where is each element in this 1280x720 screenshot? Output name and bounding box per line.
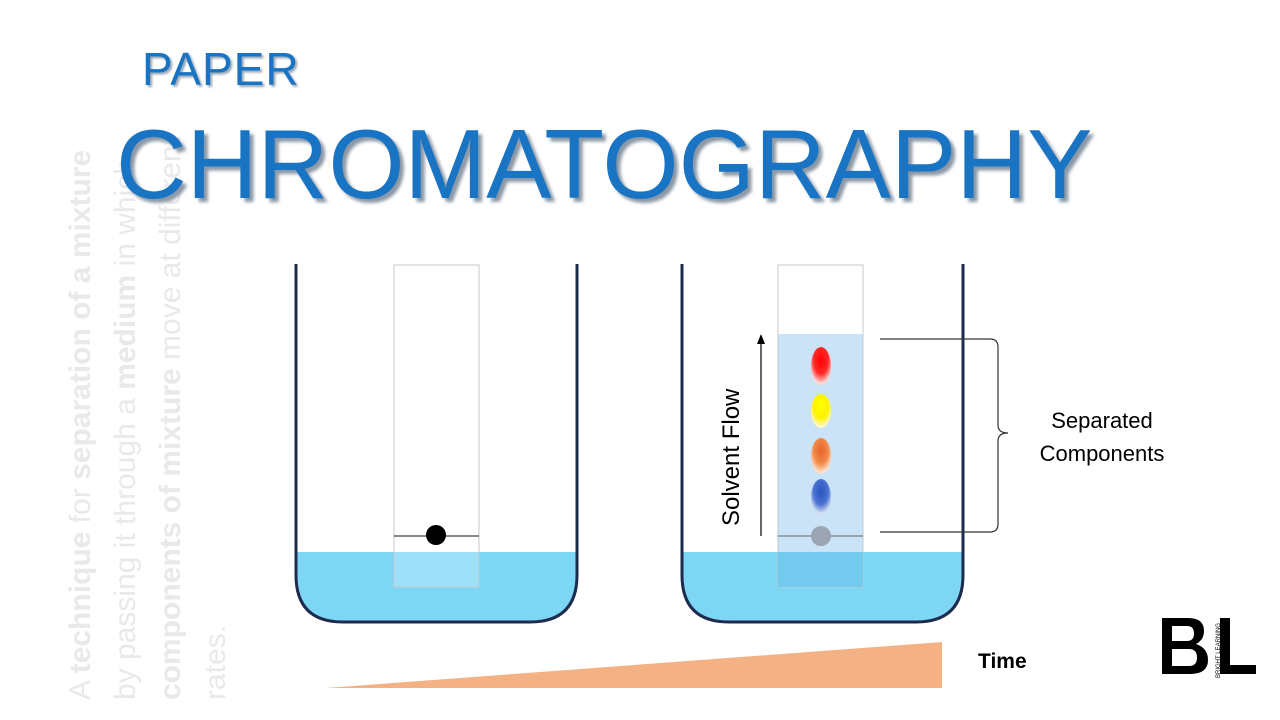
spot-yellow	[811, 394, 831, 428]
logo-text: BRIGHT LEARNING	[1216, 623, 1222, 678]
solvent-flow-arrow	[757, 334, 765, 536]
title-chromatography: CHROMATOGRAPHY	[116, 109, 1093, 219]
separated-components-bracket	[880, 338, 1009, 533]
bright-learning-logo	[1162, 618, 1256, 674]
beaker-right	[680, 264, 965, 624]
spot-origin-gray	[811, 526, 831, 546]
separated-components-label: Separated Components	[1039, 408, 1165, 466]
spot-orange	[811, 438, 831, 474]
spot-red	[811, 347, 831, 385]
title-paper: PAPER	[142, 43, 300, 95]
time-wedge	[326, 642, 942, 688]
beaker-right-outline	[680, 264, 965, 624]
solvent-flow-label: Solvent Flow	[718, 388, 745, 526]
spot-blue	[811, 479, 831, 515]
time-label: Time	[978, 650, 1027, 673]
beaker-left-outline	[294, 264, 579, 624]
sample-spot	[426, 525, 446, 545]
beaker-left	[294, 264, 579, 624]
